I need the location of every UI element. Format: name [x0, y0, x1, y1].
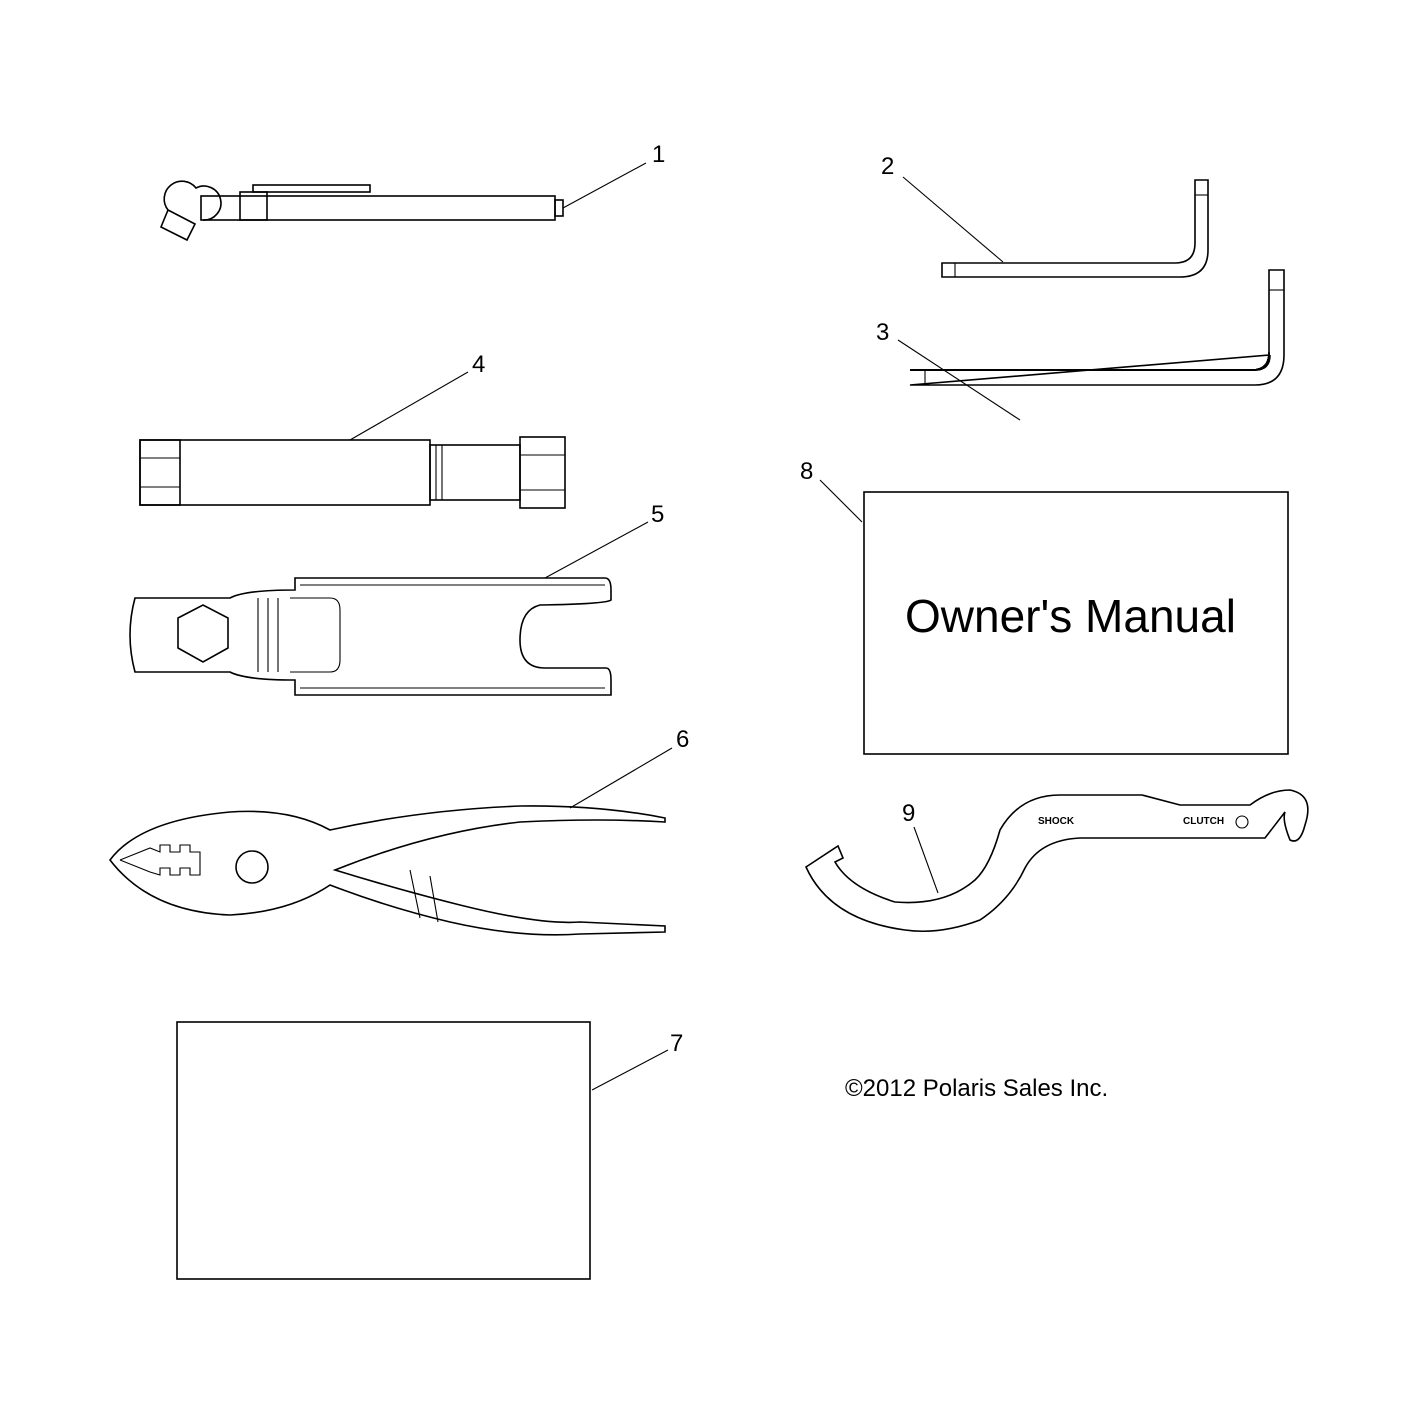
- callout-3: 3: [876, 319, 889, 346]
- leader-line-4: [349, 371, 469, 441]
- part-8-owners-manual[interactable]: Owner's Manual: [863, 491, 1289, 755]
- part-9-spanner-wrench[interactable]: SHOCK CLUTCH: [804, 789, 1309, 933]
- leader-line-7: [591, 1049, 669, 1091]
- leader-line-3: [897, 339, 1021, 421]
- part-3-torx-wrench[interactable]: [909, 269, 1285, 386]
- copyright-text: ©2012 Polaris Sales Inc.: [845, 1075, 1108, 1102]
- callout-2: 2: [881, 153, 894, 180]
- callout-9: 9: [902, 800, 915, 827]
- leader-line-2: [902, 176, 1004, 263]
- part-2-torx-wrench[interactable]: [941, 179, 1209, 278]
- leader-line-6: [569, 747, 673, 809]
- callout-7: 7: [670, 1030, 683, 1057]
- spanner-label-shock: SHOCK: [1038, 816, 1075, 827]
- part-7-card[interactable]: [176, 1021, 591, 1280]
- callout-4: 4: [472, 351, 485, 378]
- part-5-fork-wrench[interactable]: [129, 577, 612, 696]
- leader-line-5: [544, 521, 649, 579]
- part-1-pressure-gauge[interactable]: [159, 180, 564, 242]
- leader-line-1: [562, 162, 647, 209]
- leader-line-8: [819, 479, 863, 523]
- leader-line-9: [913, 826, 939, 894]
- callout-1: 1: [652, 141, 665, 168]
- spanner-label-clutch: CLUTCH: [1183, 816, 1224, 827]
- callout-5: 5: [651, 501, 664, 528]
- callout-8: 8: [800, 458, 813, 485]
- callout-6: 6: [676, 726, 689, 753]
- part-4-spark-plug-socket[interactable]: [139, 436, 566, 509]
- part-6-pliers[interactable]: [108, 805, 666, 936]
- manual-title: Owner's Manual: [905, 590, 1236, 642]
